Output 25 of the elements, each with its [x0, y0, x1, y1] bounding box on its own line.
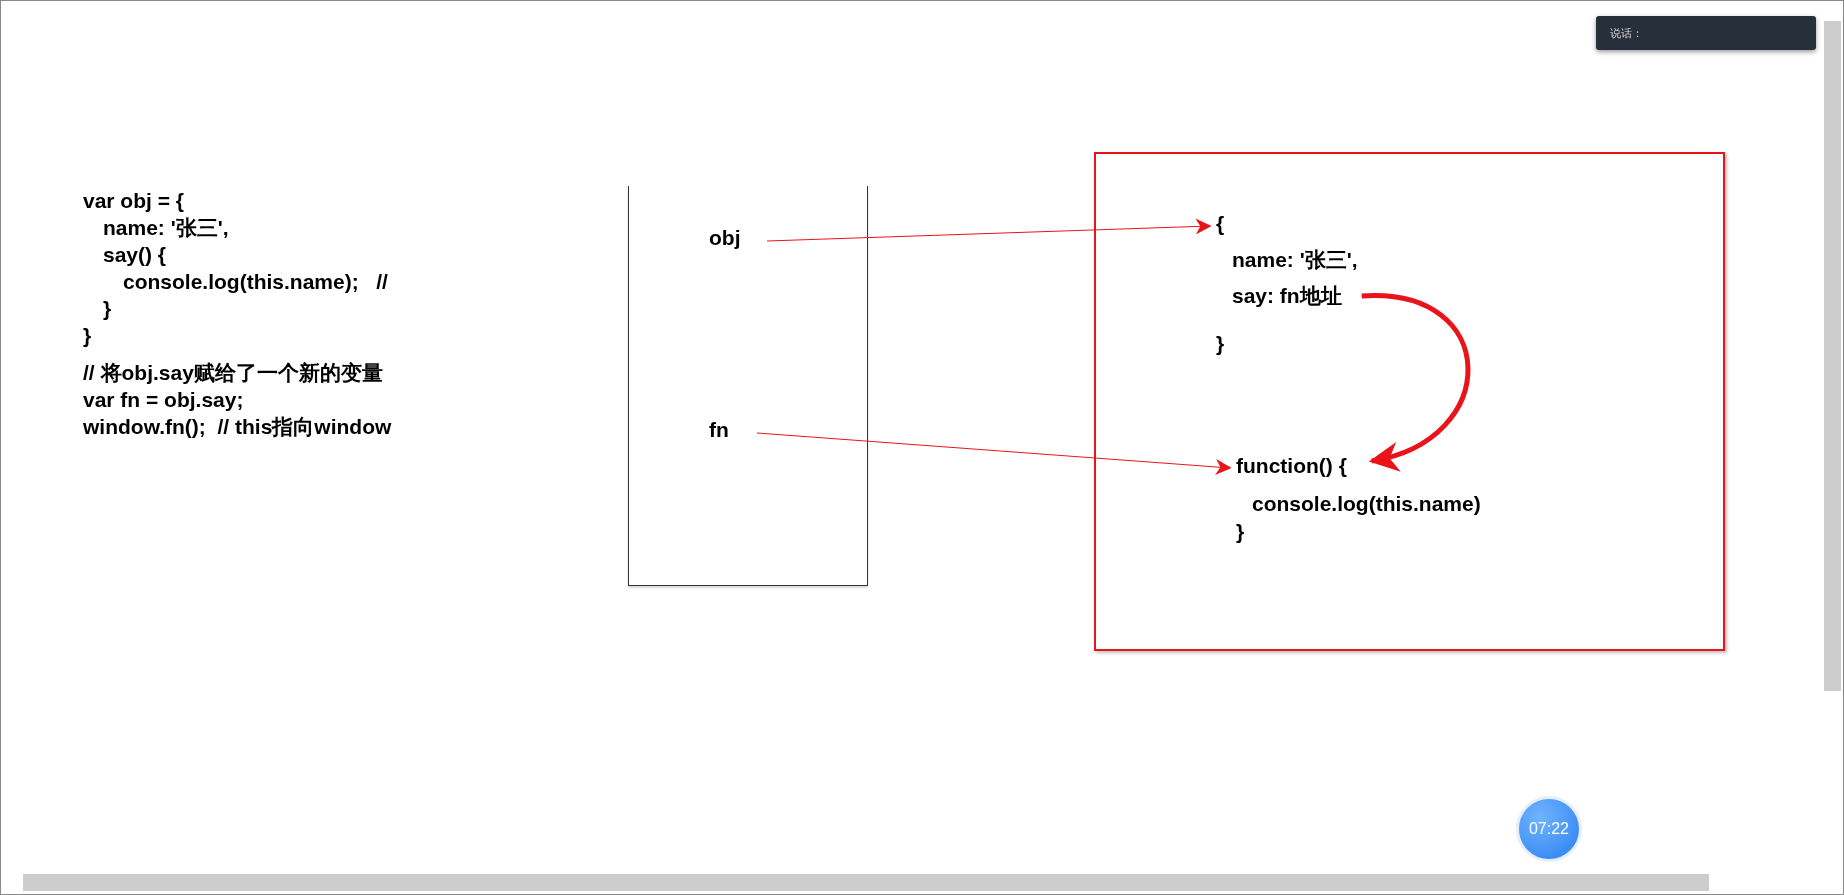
code-line: } [103, 297, 112, 321]
code-line: window.fn(); // this指向window [83, 415, 392, 439]
code-line: console.log(this.name); // [123, 270, 388, 294]
arrow [1361, 293, 1471, 469]
code-text: name: '张三', [1232, 248, 1358, 272]
code-line: // 将obj.say赋给了一个新的变量 [83, 361, 383, 385]
code-line: var fn = obj.say; [83, 388, 244, 412]
code-text: function() { [1236, 454, 1347, 478]
heap-box [1094, 152, 1725, 651]
code-line: var obj = { [83, 189, 184, 213]
code-text: obj [709, 226, 741, 250]
code-line: say() { [103, 243, 167, 267]
code-text: console.log(this.name) [1252, 492, 1481, 516]
arrow [766, 218, 1212, 242]
timer-badge: 07:22 [1516, 796, 1582, 862]
code-text: { [1216, 212, 1225, 236]
stack-frame [628, 186, 868, 586]
code-text: } [1216, 332, 1225, 356]
code-text: } [1236, 520, 1245, 544]
code-line: name: '张三', [103, 216, 229, 240]
arrow [756, 432, 1232, 475]
code-line: } [83, 324, 92, 348]
code-text: fn [709, 418, 729, 442]
speech-bar: 说话： [1596, 16, 1816, 50]
code-text: say: fn地址 [1232, 284, 1342, 308]
